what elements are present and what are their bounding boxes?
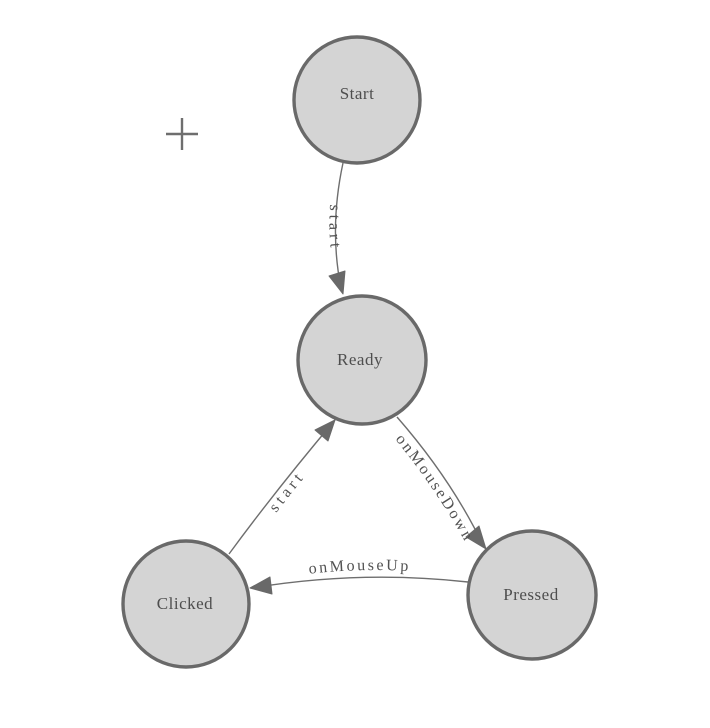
arrowhead-into-ready-top — [328, 270, 346, 295]
transition-label-start-1: start — [325, 204, 343, 252]
state-circle-ready[interactable] — [296, 294, 428, 426]
state-node-ready[interactable]: Ready — [296, 294, 428, 426]
arrowhead-into-ready-bottom — [314, 419, 336, 442]
transition-label-onmouseup: onMouseUp — [308, 557, 412, 578]
transition-clicked-to-ready-line[interactable] — [228, 419, 336, 555]
transition-start-to-ready[interactable]: start — [325, 162, 346, 295]
arrowhead-into-clicked — [249, 576, 273, 595]
state-node-start[interactable]: Start — [292, 35, 422, 165]
transition-clicked-to-ready[interactable]: start — [228, 419, 336, 555]
transition-label-onmousedown: onMouseDown — [392, 431, 477, 545]
transition-label-start-2: start — [266, 468, 309, 516]
state-node-clicked[interactable]: Clicked — [121, 539, 251, 669]
transition-ready-to-pressed[interactable]: onMouseDown — [392, 416, 487, 550]
transition-pressed-to-clicked-line[interactable] — [251, 576, 469, 589]
arrowhead-into-pressed — [465, 525, 487, 550]
state-circle-start[interactable] — [292, 35, 422, 165]
state-circle-pressed[interactable] — [466, 529, 598, 661]
plus-crosshair-icon — [166, 118, 198, 150]
state-circle-clicked[interactable] — [121, 539, 251, 669]
transition-pressed-to-clicked[interactable]: onMouseUp — [249, 557, 469, 595]
state-node-pressed[interactable]: Pressed — [466, 529, 598, 661]
